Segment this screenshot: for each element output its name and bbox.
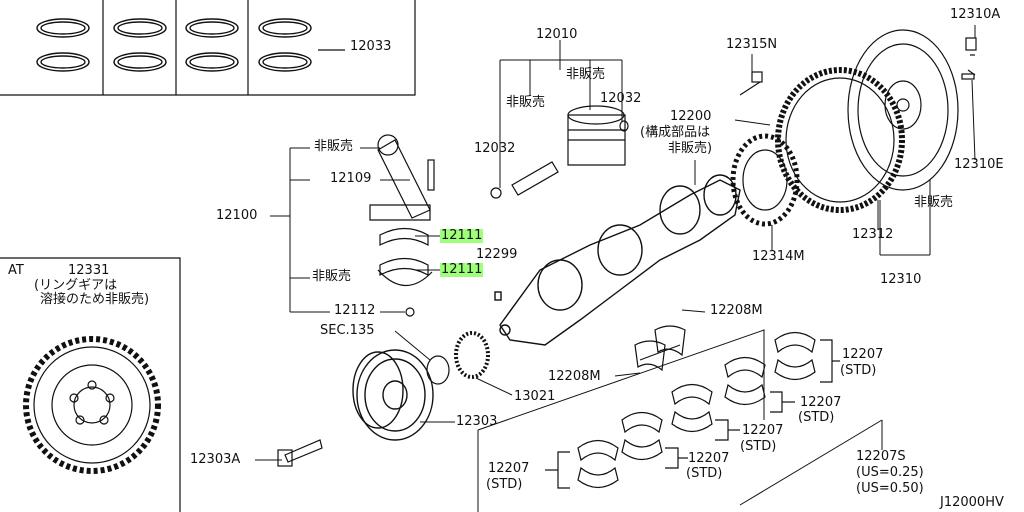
label-12010[interactable]: 12010: [536, 27, 578, 42]
label-not-for-sale-rod: 非販売: [314, 139, 354, 154]
label-12207-row4[interactable]: 12207: [488, 461, 530, 476]
label-us-050: (US=0.50): [856, 481, 924, 496]
crankshaft: [494, 174, 741, 346]
at-drive-plate: [23, 336, 161, 474]
piston-leaders: [499, 40, 623, 188]
main-bearing-frame: [477, 309, 883, 512]
label-12032-left[interactable]: 12032: [474, 141, 516, 156]
label-12310a[interactable]: 12310A: [950, 7, 1001, 22]
label-12207-row2[interactable]: 12207: [800, 395, 842, 410]
crank-bolt: [277, 439, 323, 467]
label-us-025: (US=0.25): [856, 465, 924, 480]
label-std-row4: (STD): [486, 477, 523, 492]
at-drive-plate-box: [0, 257, 181, 512]
label-ring-gear-not-for-sale: 溶接のため非販売): [40, 292, 150, 307]
label-at: AT: [8, 263, 24, 278]
label-12208m-bottom[interactable]: 12208M: [548, 369, 601, 384]
label-std-row3: (STD): [740, 439, 777, 454]
label-12207s[interactable]: 12207S: [856, 449, 906, 464]
label-13021[interactable]: 13021: [514, 389, 556, 404]
label-12314m[interactable]: 12314M: [752, 249, 805, 264]
piston-assembly: [490, 105, 629, 199]
label-12111-top[interactable]: 12111: [440, 228, 484, 243]
diagram-id: J12000HV: [940, 495, 1004, 510]
label-12032-right[interactable]: 12032: [600, 91, 642, 106]
label-12331[interactable]: 12331: [68, 263, 110, 278]
connecting-rod: [369, 134, 435, 317]
label-std-row1: (STD): [840, 363, 877, 378]
label-12100[interactable]: 12100: [216, 208, 258, 223]
label-not-for-sale-pin: 非販売: [506, 95, 546, 110]
flywheel-leaders: [694, 25, 976, 256]
label-component-not-for-sale: 非販売): [668, 141, 713, 156]
label-12315n[interactable]: 12315N: [726, 37, 778, 52]
conrod-bracket: [270, 147, 440, 313]
label-12207-row1[interactable]: 12207: [842, 347, 884, 362]
label-not-for-sale-piston: 非販売: [566, 67, 606, 82]
bolt-12315n: [739, 71, 763, 96]
thrust-washers: [634, 325, 686, 372]
label-12310e[interactable]: 12310E: [954, 157, 1004, 172]
label-12299[interactable]: 12299: [476, 247, 518, 262]
label-12200[interactable]: 12200: [670, 109, 712, 124]
label-std-row5: (STD): [686, 466, 723, 481]
main-bearings: [545, 331, 840, 489]
label-component-note: (構成部品は: [640, 125, 711, 140]
label-12303a[interactable]: 12303A: [190, 452, 241, 467]
label-12312[interactable]: 12312: [852, 227, 894, 242]
ring-gear: [775, 67, 905, 213]
flywheel: [847, 29, 977, 191]
label-12303[interactable]: 12303: [456, 414, 498, 429]
piston-ring-icons: [36, 18, 312, 72]
crank-pulley: [352, 349, 434, 441]
label-12207-row5[interactable]: 12207: [688, 451, 730, 466]
label-not-for-sale-flywheel: 非販売: [914, 195, 954, 210]
label-12310[interactable]: 12310: [880, 272, 922, 287]
piston-ring-set-box: [0, 0, 416, 96]
label-12207-row3[interactable]: 12207: [742, 423, 784, 438]
label-std-row2: (STD): [798, 410, 835, 425]
pulley-leaders: [255, 330, 513, 461]
label-12111-bottom[interactable]: 12111: [440, 262, 484, 277]
label-sec-135[interactable]: SEC.135: [320, 323, 375, 338]
label-12208m-top[interactable]: 12208M: [710, 303, 763, 318]
label-not-for-sale-bearing: 非販売: [312, 269, 352, 284]
crank-sprocket: [426, 331, 490, 385]
label-ring-gear-note: (リングギアは: [34, 278, 118, 293]
label-12109[interactable]: 12109: [330, 171, 372, 186]
label-12112[interactable]: 12112: [334, 303, 376, 318]
label-12033[interactable]: 12033: [350, 39, 392, 54]
